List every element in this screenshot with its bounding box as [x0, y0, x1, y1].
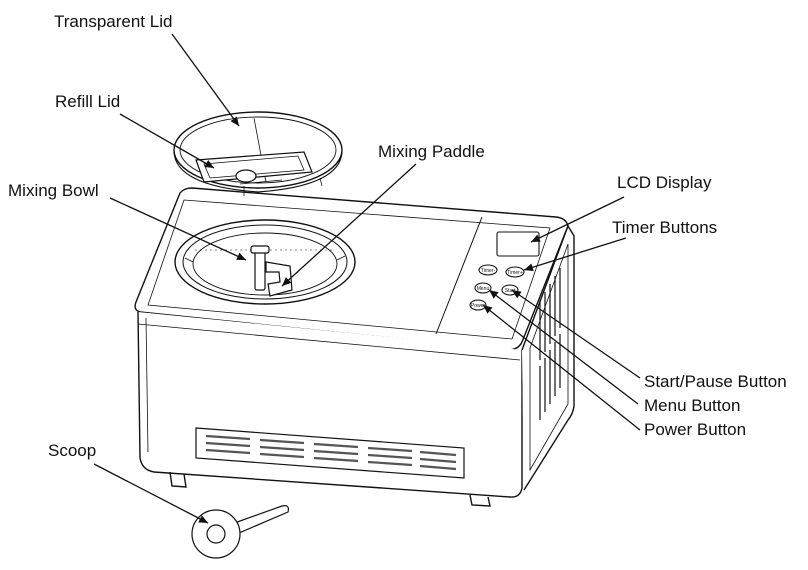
arrow-scoop — [93, 463, 209, 524]
refill-lid — [195, 151, 313, 183]
label-refill-lid: Refill Lid — [55, 92, 121, 111]
arrow-timer-buttons — [523, 237, 627, 272]
transparent-lid — [173, 111, 343, 196]
mixing-paddle — [250, 245, 293, 297]
timer-minus-key: Timer- — [478, 264, 498, 276]
arrow-start-pause — [511, 289, 641, 379]
label-start-pause-button: Start/Pause Button — [644, 372, 787, 391]
timer-plus-key: Timer+ — [505, 266, 525, 278]
scoop — [191, 505, 289, 559]
arrow-lcd-display — [530, 196, 625, 243]
arrow-mixing-bowl — [109, 197, 247, 261]
svg-text:Menu: Menu — [477, 286, 490, 292]
label-power-button: Power Button — [644, 420, 747, 439]
label-lcd-display: LCD Display — [617, 173, 712, 192]
front-vent-grille — [195, 427, 465, 479]
svg-text:Timer+: Timer+ — [507, 270, 523, 276]
label-menu-button: Menu Button — [644, 396, 741, 415]
label-timer-buttons: Timer Buttons — [612, 218, 718, 237]
label-scoop: Scoop — [48, 441, 97, 460]
label-mixing-bowl: Mixing Bowl — [8, 181, 99, 200]
svg-text:Timer-: Timer- — [481, 268, 496, 274]
arrow-menu — [488, 289, 639, 405]
start-key: Start — [501, 284, 519, 296]
label-transparent-lid: Transparent Lid — [54, 12, 173, 31]
callout-arrows — [93, 33, 641, 524]
arrow-refill-lid — [119, 113, 215, 169]
svg-text:Power: Power — [471, 303, 486, 309]
menu-key: Menu — [474, 282, 492, 294]
svg-text:Start: Start — [505, 288, 516, 294]
control-panel: Timer- Timer+ Menu Start Power — [469, 231, 540, 311]
lcd-display-screen — [496, 231, 540, 257]
label-mixing-paddle: Mixing Paddle — [378, 142, 485, 161]
arrow-power — [482, 304, 641, 431]
arrow-mixing-paddle — [281, 163, 417, 287]
arrow-transparent-lid — [171, 33, 240, 127]
